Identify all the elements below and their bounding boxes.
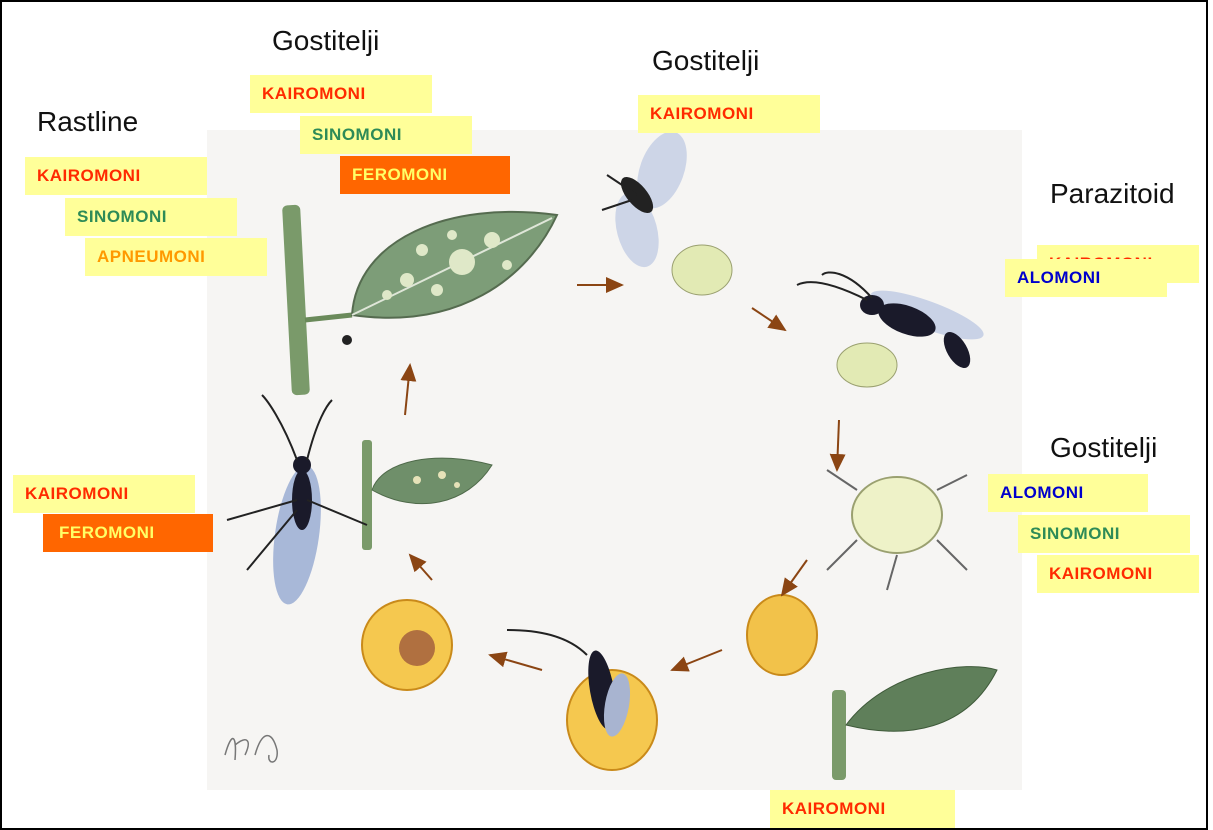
lifecycle-illustration: [207, 130, 1022, 790]
heading-hosts-top-center: Gostitelji: [652, 45, 759, 77]
artist-signature: [225, 736, 277, 762]
heading-hosts-right: Gostitelji: [1050, 432, 1157, 464]
winged-aphid-icon: [602, 130, 732, 295]
aphid-mummy-icon: [747, 595, 997, 780]
small-leaf-icon: [362, 440, 492, 550]
heading-hosts-top-left: Gostitelji: [272, 25, 379, 57]
label-plants-apneumoni: APNEUMONI: [85, 238, 267, 276]
heading-plants: Rastline: [37, 106, 138, 138]
adult-wasp-icon: [227, 395, 367, 607]
label-hosts-tl-sinomoni: SINOMONI: [300, 116, 472, 154]
leaf-with-aphids-icon: [282, 205, 557, 396]
label-parasitoid-alomoni: ALOMONI: [1005, 259, 1167, 297]
label-plants-kairomoni: KAIROMONI: [25, 157, 207, 195]
wasp-emerging-icon: [507, 630, 657, 770]
label-bottom-kairomoni: KAIROMONI: [770, 790, 955, 828]
label-hosts-tc-kairomoni: KAIROMONI: [638, 95, 820, 133]
label-plants-sinomoni: SINOMONI: [65, 198, 237, 236]
aphid-icon: [827, 470, 967, 590]
parasitoid-wasp-icon: [797, 272, 988, 387]
label-hosts-r-kairomoni: KAIROMONI: [1037, 555, 1199, 593]
lifecycle-drawing: [207, 130, 1022, 790]
label-hosts-tl-feromoni: FEROMONI: [340, 156, 510, 194]
empty-mummy-icon: [362, 600, 452, 690]
label-adult-kairomoni: KAIROMONI: [13, 475, 195, 513]
heading-parasitoid: Parazitoid: [1050, 178, 1175, 210]
label-hosts-r-sinomoni: SINOMONI: [1018, 515, 1190, 553]
label-hosts-tl-kairomoni: KAIROMONI: [250, 75, 432, 113]
label-adult-feromoni: FEROMONI: [43, 514, 213, 552]
label-hosts-r-alomoni: ALOMONI: [988, 474, 1148, 512]
